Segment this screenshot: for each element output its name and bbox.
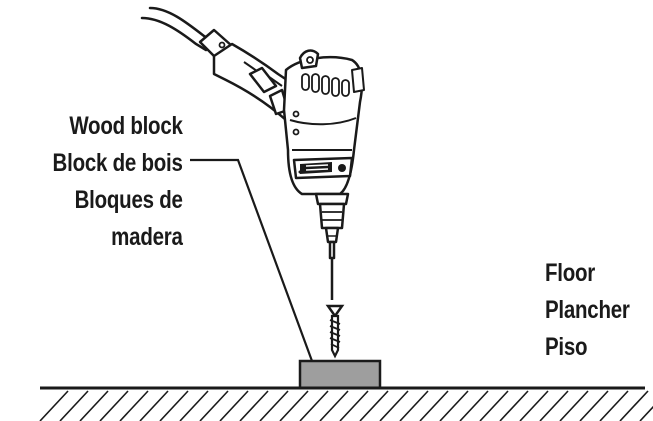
- wood-block-label-fr: Block de bois: [52, 149, 183, 177]
- floor-hatch-line: [459, 390, 489, 421]
- floor-hatch-line: [139, 390, 169, 421]
- floor-label-en: Floor: [545, 259, 596, 287]
- floor-hatch-line: [239, 390, 269, 421]
- floor-hatch-line: [359, 390, 389, 421]
- wood-block-icon: [298, 359, 382, 390]
- floor-hatch-line: [339, 390, 369, 421]
- floor-hatch-line: [179, 390, 209, 421]
- floor-hatch-line: [439, 390, 469, 421]
- wood-block-label-es-line1: Bloques de: [74, 186, 183, 214]
- floor-hatch-line: [479, 390, 509, 421]
- floor-hatch-line: [219, 390, 249, 421]
- floor-label: Floor Plancher Piso: [545, 255, 630, 366]
- floor-hatch-line: [559, 390, 589, 421]
- floor-hatch-line: [519, 390, 549, 421]
- floor-hatch-line: [279, 390, 309, 421]
- floor-hatch-line: [119, 390, 149, 421]
- floor-label-es: Piso: [545, 333, 588, 361]
- floor-hatch-line: [79, 390, 109, 421]
- power-drill-icon: [198, 28, 365, 300]
- floor-hatch-line: [39, 390, 69, 421]
- floor-hatch-line: [639, 405, 653, 421]
- floor-hatch-line: [59, 390, 89, 421]
- wood-block-leader-line: [190, 158, 314, 362]
- floor-hatch-line: [539, 390, 569, 421]
- power-cord: [140, 6, 214, 52]
- wood-block-label: Wood block Block de bois Bloques de made…: [53, 108, 183, 256]
- floor-label-fr: Plancher: [545, 296, 630, 324]
- floor-hatch-line: [99, 390, 129, 421]
- floor-hatch-line: [199, 390, 229, 421]
- floor-hatch-line: [399, 390, 429, 421]
- floor-hatch-line: [159, 390, 189, 421]
- floor-hatch-line: [419, 390, 449, 421]
- floor-hatch-line: [319, 390, 349, 421]
- floor-hatch-line: [259, 390, 289, 421]
- floor-hatch-line: [599, 390, 629, 421]
- floor-hatch-line: [579, 390, 609, 421]
- floor-hatch-line: [619, 390, 649, 421]
- wood-block-label-es-line2: madera: [111, 223, 184, 251]
- screw-icon: [325, 304, 345, 359]
- floor-hatch-line: [299, 390, 329, 421]
- floor-hatch-line: [379, 390, 409, 421]
- floor-hatch-icon: [39, 386, 653, 421]
- wood-block-label-en: Wood block: [69, 112, 184, 140]
- floor-hatch-line: [499, 390, 529, 421]
